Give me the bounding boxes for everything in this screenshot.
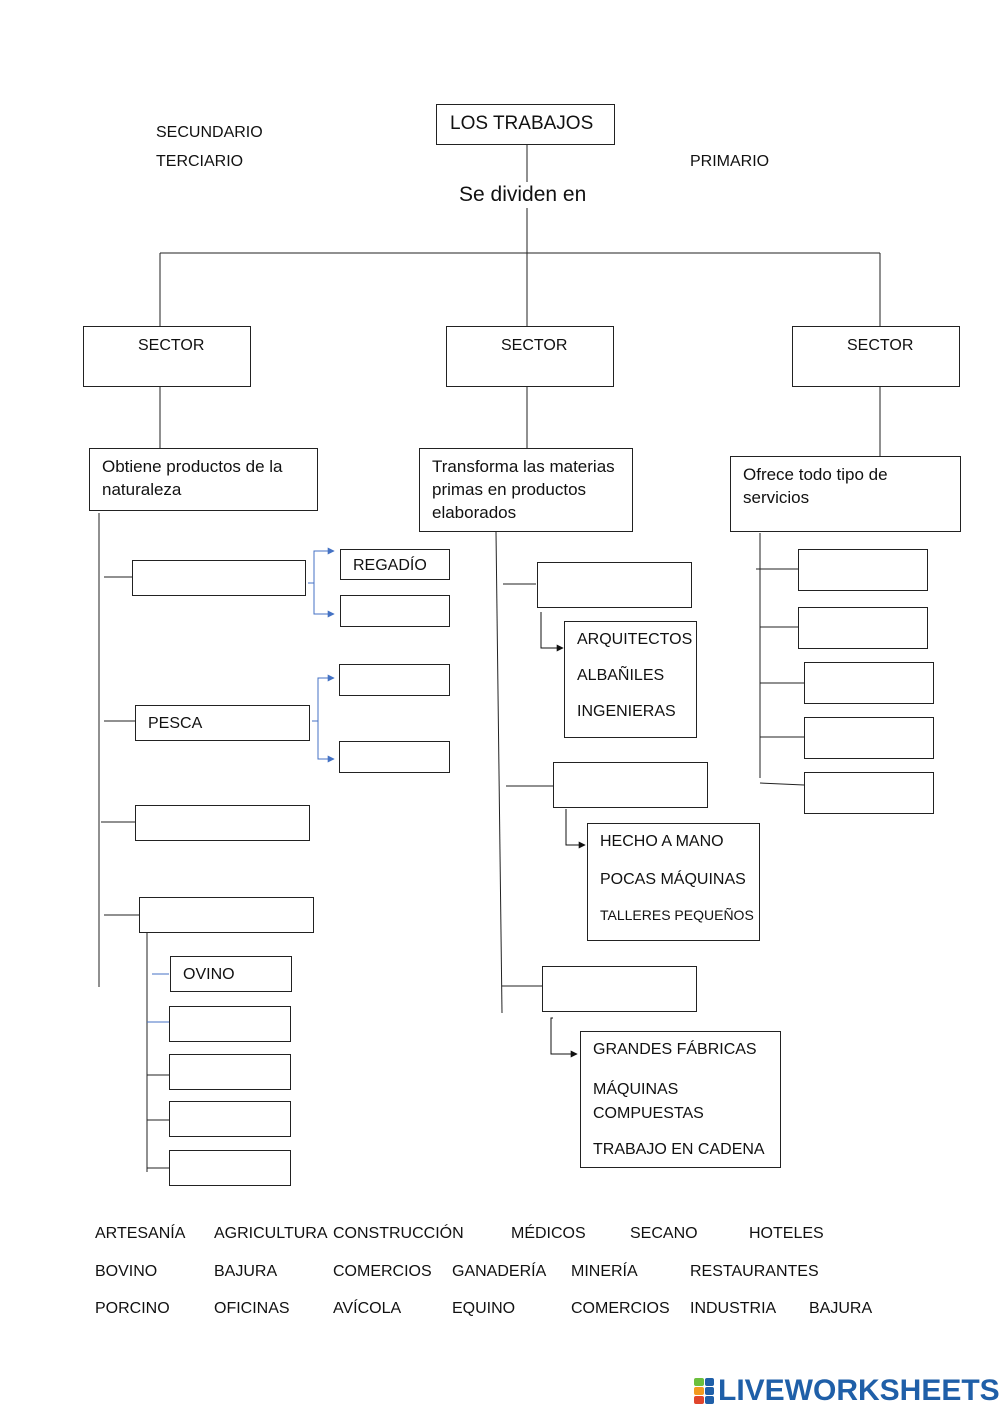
word-bank-item[interactable]: MINERÍA xyxy=(571,1263,638,1280)
answer-box-livestock-5[interactable] xyxy=(169,1150,291,1186)
answer-box-ganaderia[interactable] xyxy=(139,897,314,933)
title-box: LOS TRABAJOS xyxy=(436,104,615,145)
answer-box-service-5[interactable] xyxy=(804,772,934,814)
ovino-label: OVINO xyxy=(183,966,235,983)
group1-item: ALBAÑILES xyxy=(577,667,665,684)
answer-box-mineria[interactable] xyxy=(135,805,310,841)
answer-box-service-4[interactable] xyxy=(804,717,934,759)
word-bank-item[interactable]: AGRICULTURA xyxy=(214,1225,328,1242)
ovino-box: OVINO xyxy=(170,956,292,992)
answer-box-pesca-1[interactable] xyxy=(339,664,450,696)
word-bank-item[interactable]: COMERCIOS xyxy=(571,1300,670,1317)
group2-item: HECHO A MANO xyxy=(600,833,724,850)
word-bank-item[interactable]: SECANO xyxy=(630,1225,698,1242)
answer-box-livestock-3[interactable] xyxy=(169,1054,291,1090)
description-box-secondary: Transforma las materias primas en produc… xyxy=(419,448,633,532)
sector-box-secondary[interactable]: SECTOR xyxy=(446,326,614,387)
logo-wordmark: LIVEWORKSHEETS xyxy=(718,1374,1000,1407)
answer-box-livestock-4[interactable] xyxy=(169,1101,291,1137)
group2-item: TALLERES PEQUEÑOS xyxy=(600,907,754,923)
group3-item: GRANDES FÁBRICAS xyxy=(593,1041,757,1058)
word-primario[interactable]: PRIMARIO xyxy=(690,153,770,170)
answer-box-service-3[interactable] xyxy=(804,662,934,704)
group1-item: INGENIERAS xyxy=(577,703,676,720)
answer-box-livestock-2[interactable] xyxy=(169,1006,291,1042)
word-bank-item[interactable]: EQUINO xyxy=(452,1300,516,1317)
description-box-tertiary: Ofrece todo tipo de servicios xyxy=(730,456,961,532)
word-bank-item[interactable]: AVÍCOLA xyxy=(333,1300,402,1317)
group1-box: ARQUITECTOS ALBAÑILES INGENIERAS xyxy=(564,621,697,738)
word-bank-item[interactable]: PORCINO xyxy=(95,1300,170,1317)
word-bank-item[interactable]: GANADERÍA xyxy=(452,1263,547,1280)
group2-item: POCAS MÁQUINAS xyxy=(600,871,746,888)
pesca-box: PESCA xyxy=(135,705,310,741)
word-bank-item[interactable]: MÉDICOS xyxy=(511,1225,586,1242)
description-box-primary: Obtiene productos de la naturaleza xyxy=(89,448,318,511)
word-bank-item[interactable]: INDUSTRIA xyxy=(690,1300,777,1317)
answer-box-service-1[interactable] xyxy=(798,549,928,591)
group3-item: MÁQUINAS COMPUESTAS xyxy=(593,1081,704,1122)
description-text: Obtiene productos de la naturaleza xyxy=(102,457,283,499)
answer-box-construccion[interactable] xyxy=(537,562,692,608)
answer-box-service-2[interactable] xyxy=(798,607,928,649)
group1-item: ARQUITECTOS xyxy=(577,631,693,648)
word-bank-item[interactable]: RESTAURANTES xyxy=(690,1263,819,1280)
word-terciario[interactable]: TERCIARIO xyxy=(156,153,244,170)
word-bank-item[interactable]: BOVINO xyxy=(95,1263,158,1280)
group3-box: GRANDES FÁBRICAS MÁQUINAS COMPUESTAS TRA… xyxy=(580,1031,781,1168)
word-bank-item[interactable]: CONSTRUCCIÓN xyxy=(333,1225,464,1242)
group3-item: TRABAJO EN CADENA xyxy=(593,1141,765,1158)
sector-label: SECTOR xyxy=(138,337,205,354)
sector-label: SECTOR xyxy=(847,337,914,354)
word-bank-item[interactable]: BAJURA xyxy=(809,1300,873,1317)
group2-box: HECHO A MANO POCAS MÁQUINAS TALLERES PEQ… xyxy=(587,823,760,941)
title-text: LOS TRABAJOS xyxy=(450,113,594,134)
liveworksheets-logo: LIVEWORKSHEETS xyxy=(694,1374,1000,1408)
answer-box-industria[interactable] xyxy=(542,966,697,1012)
answer-box-pesca-2[interactable] xyxy=(339,741,450,773)
regadio-box: REGADÍO xyxy=(340,549,450,580)
regadio-label: REGADÍO xyxy=(353,557,427,574)
sector-box-tertiary[interactable]: SECTOR xyxy=(792,326,960,387)
pesca-label: PESCA xyxy=(148,715,203,732)
answer-box-secano[interactable] xyxy=(340,595,450,627)
word-bank-item[interactable]: BAJURA xyxy=(214,1263,278,1280)
logo-icon xyxy=(694,1378,714,1404)
answer-box-agricultura[interactable] xyxy=(132,560,306,596)
word-bank-item[interactable]: ARTESANÍA xyxy=(95,1225,186,1242)
divide-label: Se dividen en xyxy=(459,183,587,207)
sector-label: SECTOR xyxy=(501,337,568,354)
sector-box-primary[interactable]: SECTOR xyxy=(83,326,251,387)
word-secundario[interactable]: SECUNDARIO xyxy=(156,124,263,141)
word-bank-item[interactable]: COMERCIOS xyxy=(333,1263,432,1280)
word-bank-item[interactable]: HOTELES xyxy=(749,1225,824,1242)
answer-box-artesania[interactable] xyxy=(553,762,708,808)
description-text: Ofrece todo tipo de servicios xyxy=(743,465,888,507)
word-bank-item[interactable]: OFICINAS xyxy=(214,1300,290,1317)
description-text: Transforma las materias primas en produc… xyxy=(432,457,615,522)
